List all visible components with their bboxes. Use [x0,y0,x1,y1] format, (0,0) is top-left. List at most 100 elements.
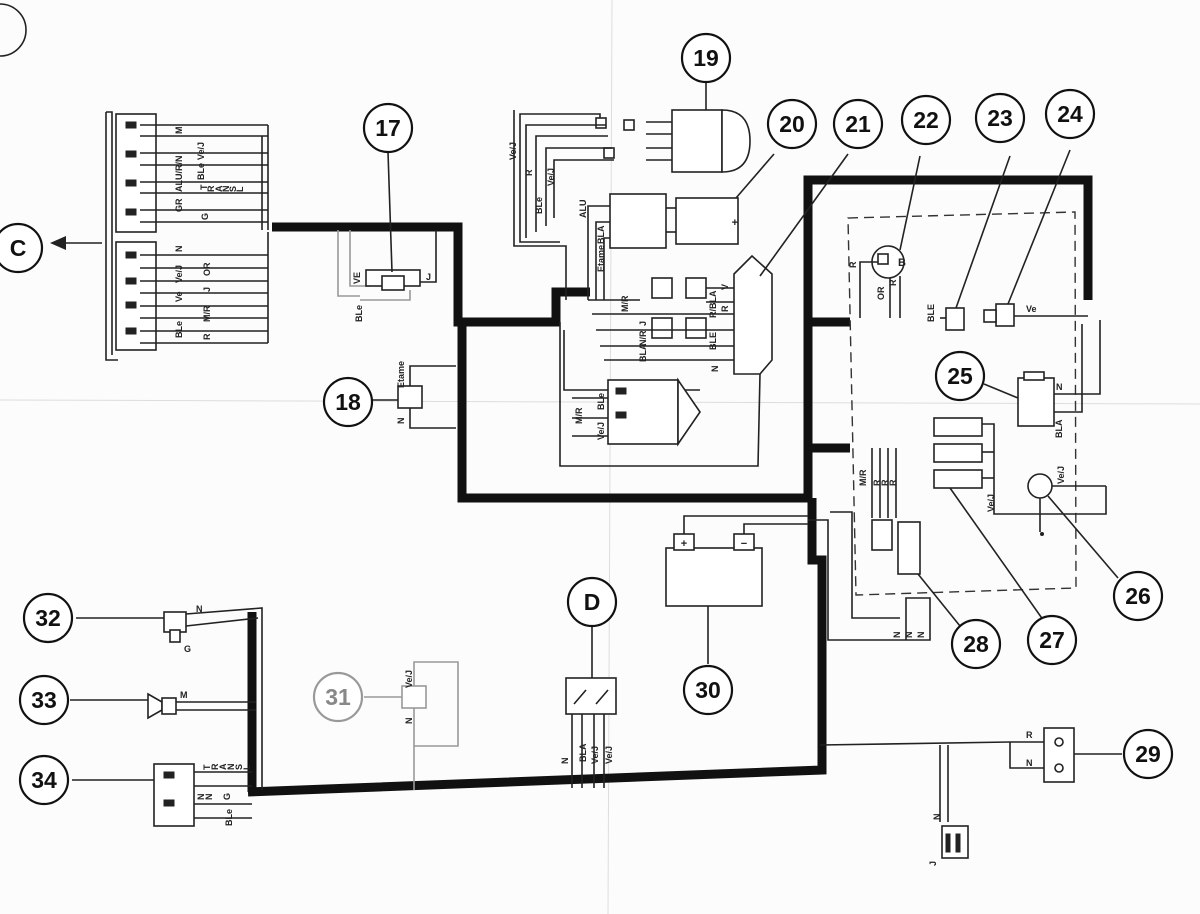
relay-block: M/R J N/R BLA R/BLA BLE R V N [588,277,734,373]
wire-label: ALU [578,200,588,219]
connector-c-lower-labels: N Ve/J OR J Ve BLe M/R R [174,246,212,341]
wire-label: Ve [174,291,184,302]
wire-label: L [242,764,252,770]
wire-label: S [228,186,238,192]
arrow-left-icon [50,236,66,250]
wire-label: N [221,186,231,193]
wire-label: BLe [354,305,364,322]
callouts: 17 18 19 20 21 22 23 24 25 26 27 28 29 3… [18,32,1174,806]
wire-label: G [184,644,191,654]
wire-label: BLA [1054,419,1064,438]
svg-text:32: 32 [35,605,61,631]
callout-18: 18 [322,376,374,428]
connector-c-upper [106,111,269,238]
callout-27: 27 [1026,614,1078,666]
component-23: BLE [926,155,1011,331]
wire-label: V [720,284,730,290]
wire-label: T [202,764,212,770]
component-25: N BLA [983,320,1101,438]
component-20: + ALU BLA Etame [578,153,775,300]
wire-label: BLe [596,393,606,410]
callout-32: 32 [22,592,74,644]
callout-28: 28 [950,618,1002,670]
wire-label: N [1056,382,1063,392]
wire-label: BLA [638,343,648,362]
svg-text:21: 21 [845,111,871,137]
component-34: T R A N S L N N G BLe [72,763,252,827]
wire-label: VE [352,272,362,284]
wire-label: BLE [708,332,718,350]
connector-c-upper-labels: M Ve/J ALU/R/N BLe T R A N S L GR G [174,127,245,221]
wire-label: R [888,279,898,286]
svg-text:27: 27 [1039,627,1065,653]
wire-label: OR [202,262,212,276]
wire-label: M [174,127,184,135]
component-27: Ve/J [933,417,1107,625]
component-21 [559,153,849,467]
wire-label: J [426,272,431,282]
wire-label: N [710,366,720,373]
svg-text:18: 18 [335,389,361,415]
plus-icon: + [732,217,738,229]
wire-label: N [196,794,206,801]
wire-label: GR [174,198,184,212]
battery-30: + − [665,515,808,664]
svg-text:22: 22 [913,107,939,133]
wire-label: Ve/J [404,670,414,688]
svg-text:20: 20 [779,111,805,137]
wire-label: G [200,213,210,220]
wire-label: Ve/J [546,168,556,186]
callout-34: 34 [18,754,70,806]
svg-text:D: D [584,589,601,615]
wire-label: M/R [858,469,868,486]
component-31: Ve/J N [364,661,459,790]
component-26: Ve/J [1027,466,1119,579]
wire-label: R [848,261,858,268]
component-32: N G [76,604,263,790]
wire-label: Ve/J [174,265,184,283]
wire-label: R [888,479,898,486]
svg-text:31: 31 [325,684,351,710]
wire-label: BLA [578,743,588,762]
component-33: M [70,690,256,720]
wire-label: N [196,604,203,614]
wire-label: N/R [638,330,648,346]
wire-label: R [872,479,882,486]
wire-label: L [235,186,245,192]
callout-33: 33 [18,674,70,726]
wire-label: R [524,169,534,176]
wire-label: M/R [202,305,212,322]
connector-c-lower [105,112,269,361]
partial-callout [0,3,27,57]
wire-label: M [180,690,188,700]
wire-label: R [202,333,212,340]
svg-text:29: 29 [1135,741,1161,767]
wire-label: N [174,246,184,253]
svg-text:24: 24 [1057,101,1083,127]
wire-label: N [204,794,214,801]
dashed-panel [847,211,1077,596]
component-17: VE J BLe [337,151,437,322]
callout-25: 25 [934,350,986,402]
wire-label: N [226,764,236,771]
plus-icon: + [681,538,687,550]
wire-label: Ve/J [986,494,996,512]
callout-29: 29 [1122,728,1174,780]
wire-label: N [932,814,942,821]
wire-label: BLA [596,225,606,244]
wire-label: A [214,185,224,192]
switch-d: N BLA Ve/J Ve/J [560,626,617,788]
wire-label: T [199,184,209,190]
wire-label: Etame [596,245,606,272]
component-22: R OR R B [848,155,921,318]
minus-icon: − [741,538,747,550]
callout-22: 22 [900,94,952,146]
svg-text:28: 28 [963,631,989,657]
wire-label: A [218,763,228,770]
wire-label: R [206,185,216,192]
wire-label: BLE [926,304,936,322]
wire-label: N [560,758,570,765]
callout-d: D [566,576,618,628]
wire-label: N [404,718,414,725]
